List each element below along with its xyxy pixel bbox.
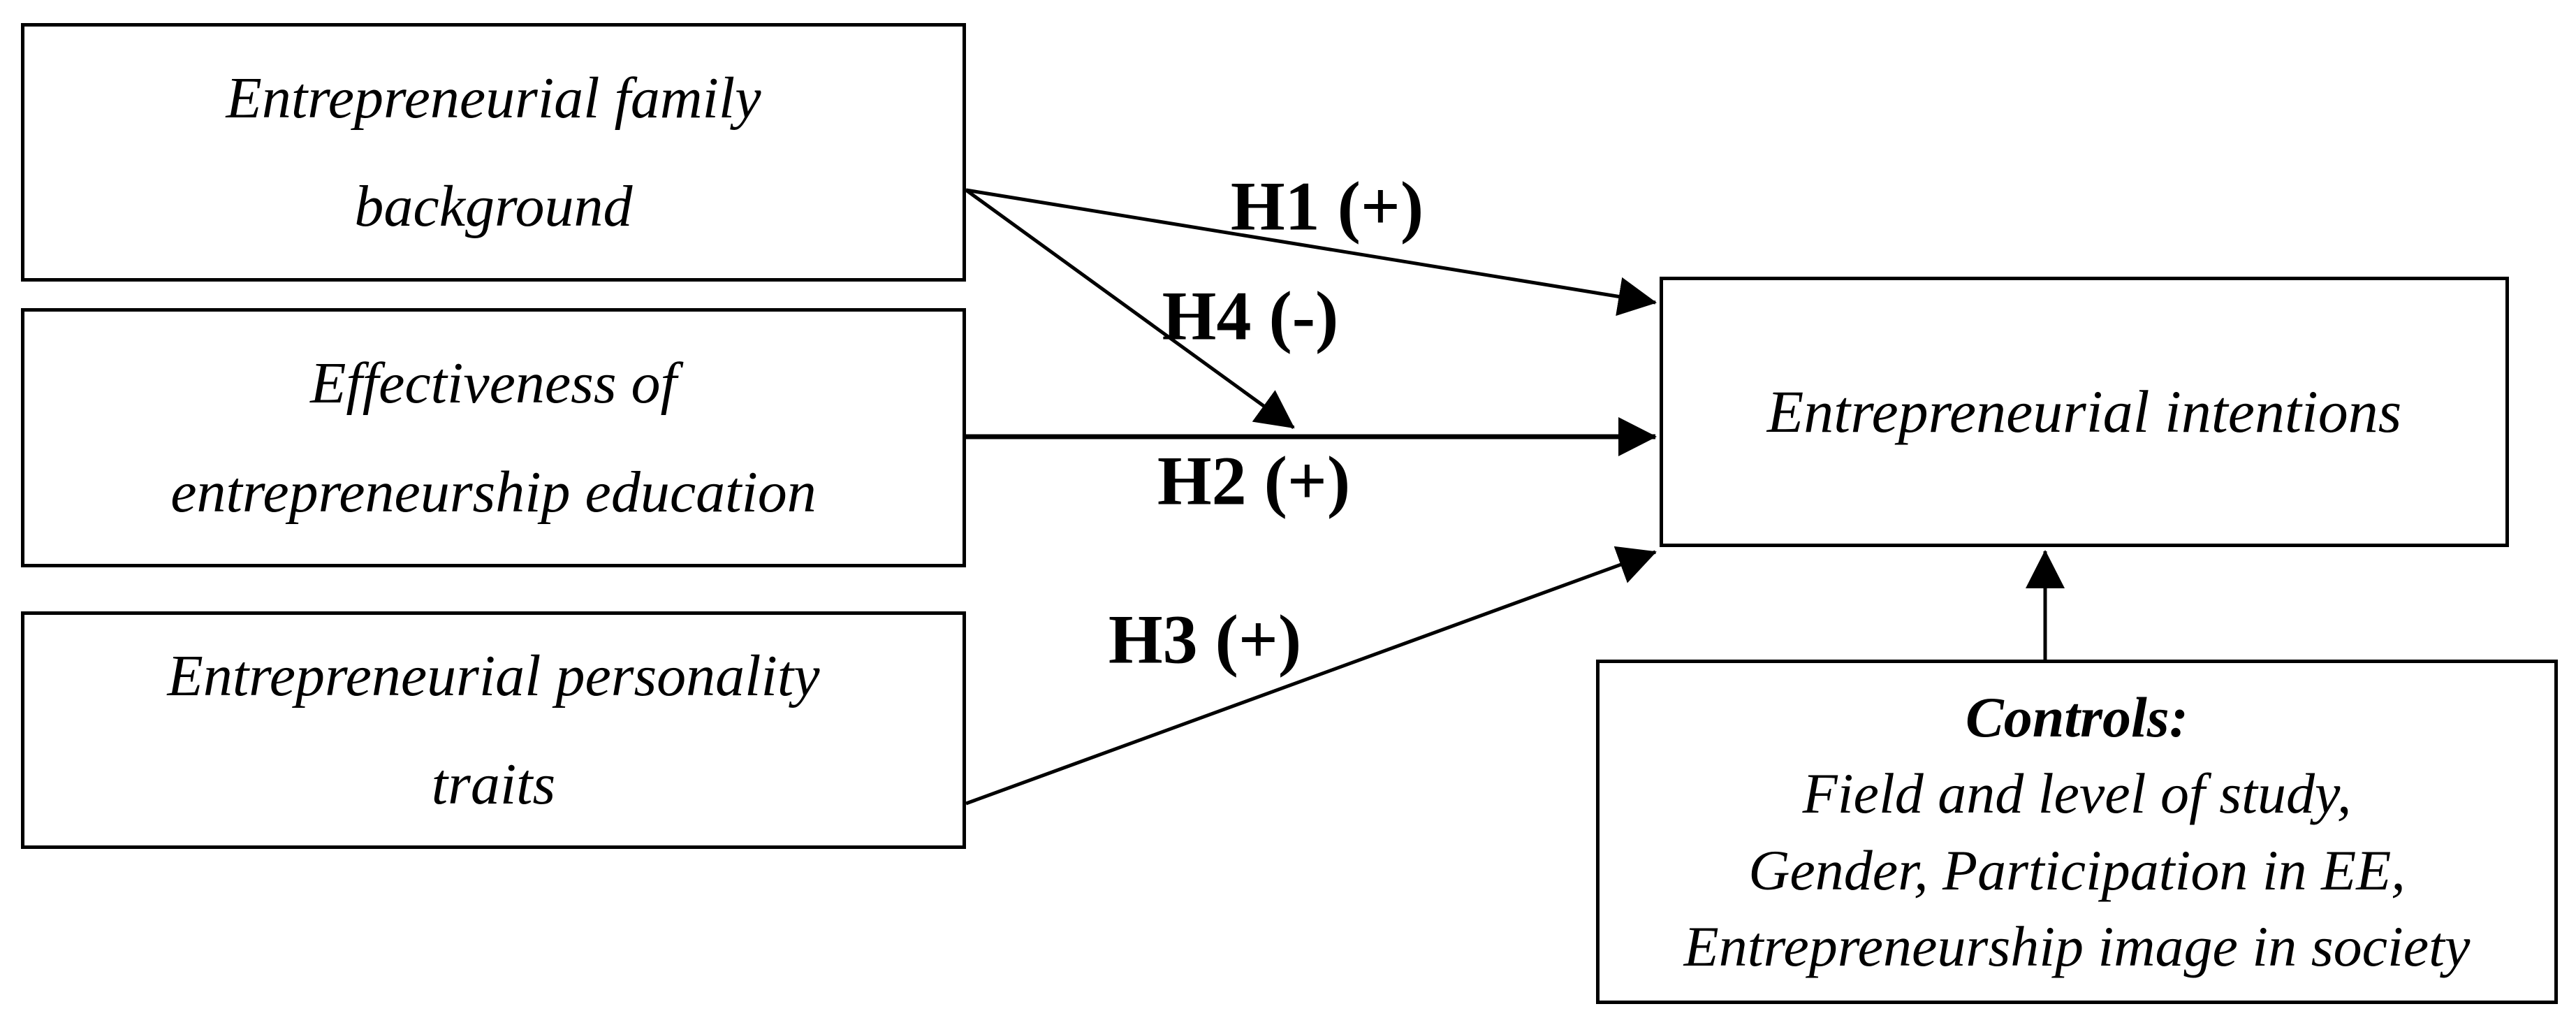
h4-arrow (965, 188, 1295, 430)
h1-arrow (965, 188, 1657, 317)
hypothesis-label-h4: H4 (-) (1162, 277, 1339, 355)
box-entrepreneurial-family-background: Entrepreneurial family background (21, 23, 966, 282)
box-effectiveness-of-entrepreneurship-education: Effectiveness of entrepreneurship educat… (21, 308, 966, 567)
controls-line: Gender, Participation in EE, (1748, 838, 2406, 902)
hypothesis-label-h3: H3 (+) (1108, 600, 1302, 678)
box-education-line1: Effectiveness of (310, 351, 677, 416)
box-intentions-label: Entrepreneurial intentions (1766, 377, 2402, 445)
box-traits-line1: Entrepreneurial personality (167, 643, 820, 708)
controls-title: Controls: (1966, 685, 2188, 750)
box-controls: Controls: Field and level of study, Gend… (1596, 660, 2558, 1004)
box-education-line2: entrepreneurship education (170, 459, 817, 525)
hypothesis-label-h1: H1 (+) (1230, 167, 1424, 245)
box-family-line2: background (354, 174, 633, 239)
box-family-line1: Entrepreneurial family (226, 65, 761, 131)
box-entrepreneurial-personality-traits: Entrepreneurial personality traits (21, 611, 966, 849)
controls-line: Entrepreneurship image in society (1683, 914, 2471, 978)
hypothesis-label-h2: H2 (+) (1157, 442, 1351, 520)
h3-arrow (965, 546, 1657, 806)
box-entrepreneurial-intentions: Entrepreneurial intentions (1660, 277, 2509, 547)
controls-line: Field and level of study, (1802, 762, 2352, 826)
box-traits-line2: traits (431, 752, 556, 817)
